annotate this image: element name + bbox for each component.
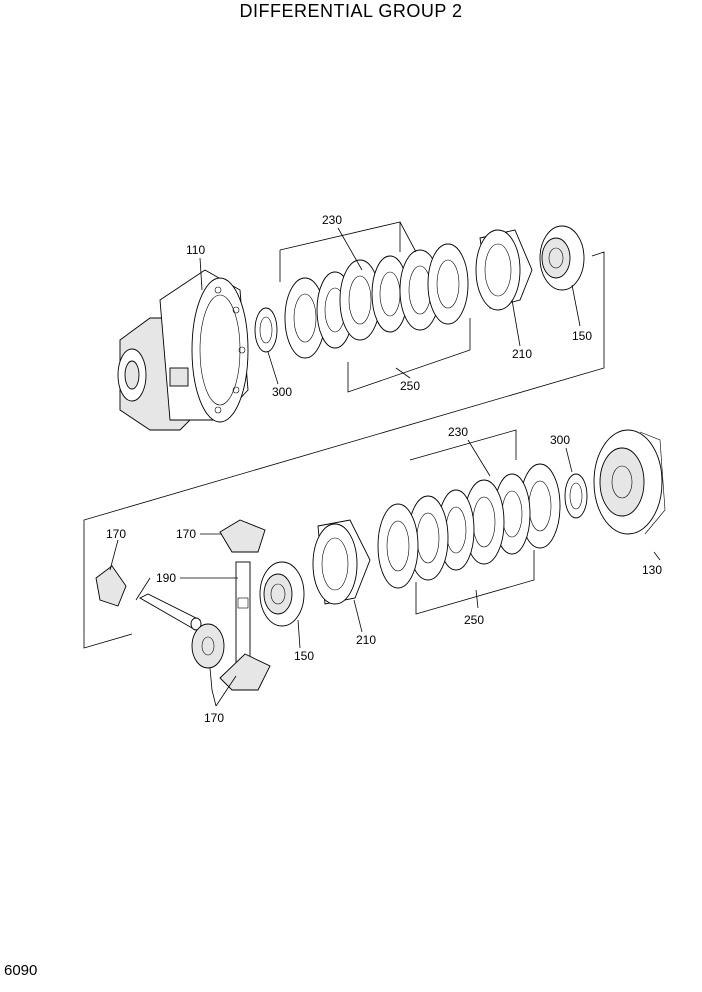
- part-130-case-half: [593, 429, 666, 535]
- diagram-title: DIFFERENTIAL GROUP 2: [239, 1, 463, 21]
- callout-190: 190: [156, 571, 176, 585]
- callout-150-upper: 150: [572, 329, 592, 343]
- clutch-plates-upper: [284, 243, 469, 359]
- callout-110: 110: [186, 243, 205, 257]
- callout-170-bottom: 170: [204, 711, 224, 725]
- callout-230-upper: 230: [322, 213, 342, 227]
- callout-130: 130: [642, 563, 662, 577]
- callout-250-lower: 250: [464, 613, 484, 627]
- clutch-plates-lower: [377, 463, 561, 589]
- callout-300-upper: 300: [272, 385, 292, 399]
- part-300-washer-lower: [564, 473, 588, 519]
- part-190-shafts: [139, 561, 251, 671]
- part-300-washer-upper: [254, 307, 278, 353]
- part-150-gear-upper: [539, 225, 585, 291]
- part-150-gear-lower: [259, 561, 305, 627]
- callout-230-lower: 230: [448, 425, 468, 439]
- callout-250-upper: 250: [400, 379, 420, 393]
- part-210-ring-lower: [312, 519, 371, 605]
- callout-300-lower: 300: [550, 433, 570, 447]
- callout-170-top: 170: [176, 527, 196, 541]
- part-110-case: [117, 269, 249, 431]
- part-210-ring-upper: [475, 229, 533, 311]
- callout-labels: 110 230 300 250 210 150 230 300 130 170 …: [106, 213, 662, 725]
- page-number: 6090: [4, 962, 38, 979]
- callout-150-lower: 150: [294, 649, 314, 663]
- callout-210-lower: 210: [356, 633, 376, 647]
- callout-210-upper: 210: [512, 347, 532, 361]
- leader-lines: [83, 221, 661, 707]
- callout-170-left: 170: [106, 527, 126, 541]
